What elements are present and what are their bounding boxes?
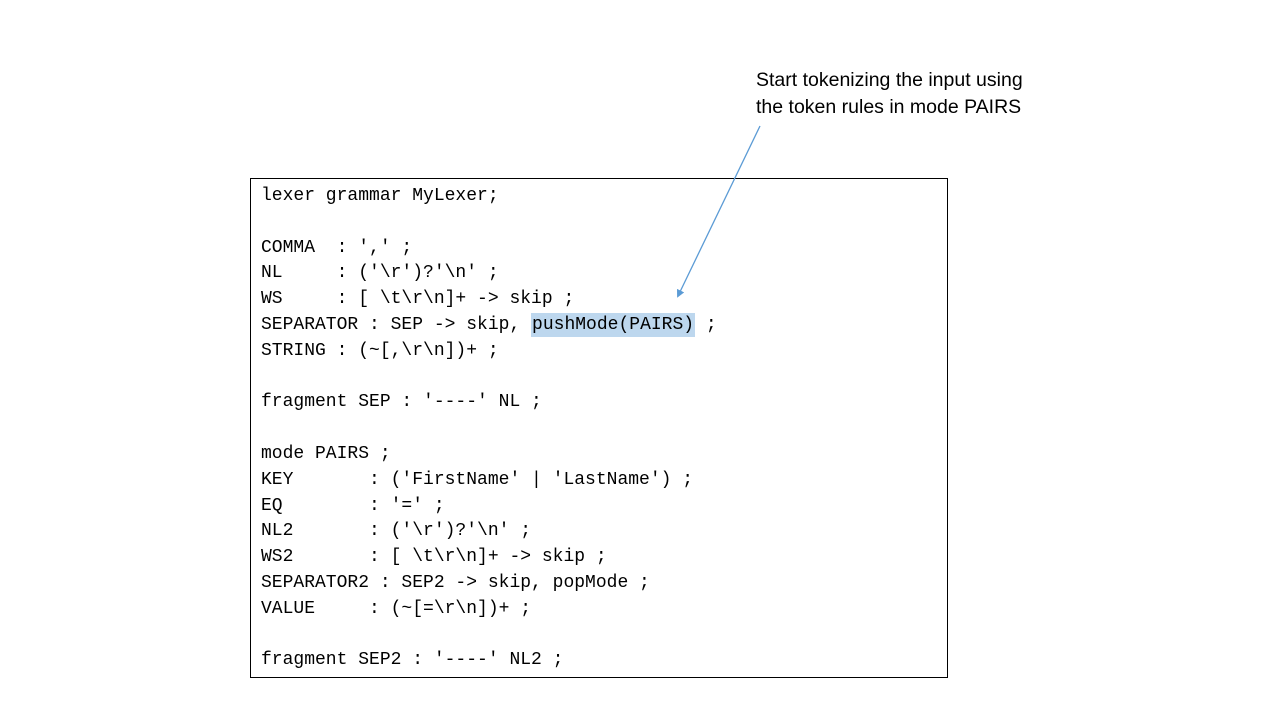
code-line [261, 365, 717, 391]
code-text: NL2 : ('\r')?'\n' ; [261, 521, 532, 542]
code-box: lexer grammar MyLexer; COMMA : ',' ; NL : … [250, 178, 948, 678]
code-text: fragment SEP : '----' NL ; [261, 392, 542, 413]
code-line: EQ : '=' ; [261, 494, 717, 520]
code-line [261, 416, 717, 442]
code-text: WS2 : [ \t\r\n]+ -> skip ; [261, 547, 607, 568]
code-text: KEY : ('FirstName' | 'LastName') ; [261, 469, 694, 490]
code-listing: lexer grammar MyLexer; COMMA : ',' ; NL : … [261, 184, 717, 674]
code-line: COMMA : ',' ; [261, 236, 717, 262]
code-line: SEPARATOR2 : SEP2 -> skip, popMode ; [261, 571, 717, 597]
code-line: KEY : ('FirstName' | 'LastName') ; [261, 468, 717, 494]
code-line: WS2 : [ \t\r\n]+ -> skip ; [261, 545, 717, 571]
code-text: NL : ('\r')?'\n' ; [261, 263, 499, 284]
code-line: NL : ('\r')?'\n' ; [261, 261, 717, 287]
callout-annotation: Start tokenizing the input using the tok… [756, 67, 1176, 121]
code-line: lexer grammar MyLexer; [261, 184, 717, 210]
code-text: SEPARATOR : SEP -> skip, [261, 314, 532, 335]
code-line: NL2 : ('\r')?'\n' ; [261, 519, 717, 545]
code-line: mode PAIRS ; [261, 442, 717, 468]
code-line [261, 210, 717, 236]
code-text: COMMA : ',' ; [261, 237, 413, 258]
code-line: STRING : (~[,\r\n])+ ; [261, 339, 717, 365]
highlighted-code: pushMode(PAIRS) [531, 312, 696, 337]
code-text: ; [695, 314, 717, 335]
code-line: fragment SEP : '----' NL ; [261, 390, 717, 416]
code-text: SEPARATOR2 : SEP2 -> skip, popMode ; [261, 572, 650, 593]
code-text: fragment SEP2 : '----' NL2 ; [261, 650, 564, 671]
callout-line-1: Start tokenizing the input using [756, 69, 1023, 91]
code-text: mode PAIRS ; [261, 443, 391, 464]
code-text: EQ : '=' ; [261, 495, 445, 516]
code-text: STRING : (~[,\r\n])+ ; [261, 340, 499, 361]
code-line: VALUE : (~[=\r\n])+ ; [261, 597, 717, 623]
code-text: VALUE : (~[=\r\n])+ ; [261, 598, 532, 619]
code-line: WS : [ \t\r\n]+ -> skip ; [261, 287, 717, 313]
callout-line-2: the token rules in mode PAIRS [756, 96, 1022, 118]
code-line: SEPARATOR : SEP -> skip, pushMode(PAIRS)… [261, 312, 717, 339]
code-text: lexer grammar MyLexer; [261, 186, 499, 206]
code-text: WS : [ \t\r\n]+ -> skip ; [261, 289, 575, 310]
code-line [261, 623, 717, 649]
code-line: fragment SEP2 : '----' NL2 ; [261, 648, 717, 674]
